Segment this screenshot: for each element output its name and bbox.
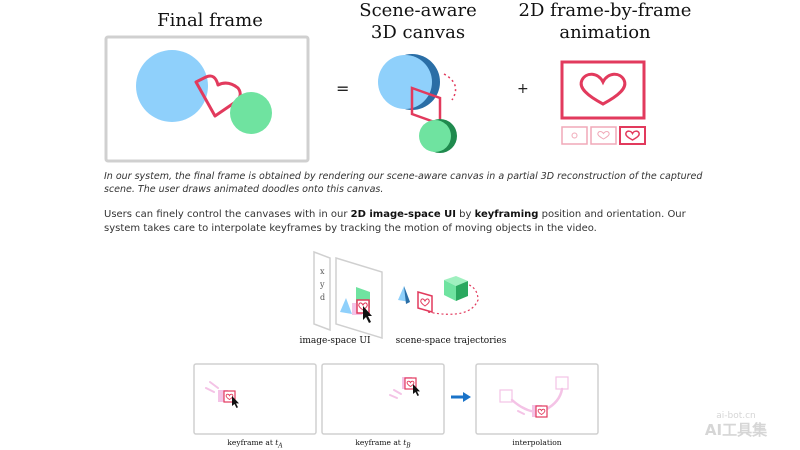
animation-panel	[560, 60, 646, 145]
interpolation-label: interpolation	[512, 438, 562, 447]
paragraph-text-3: position and orientation. Our system tak…	[104, 209, 686, 234]
keyframe-a-panel	[193, 363, 317, 435]
keyframe-a-pink-card	[218, 390, 228, 402]
bottom-figure	[193, 363, 599, 435]
scene-space-trajectories-label: scene-space trajectories	[395, 336, 507, 346]
image-space-ui-label: image-space UI	[299, 336, 371, 346]
paragraph-text-2: by	[455, 209, 475, 220]
watermark-line1: ai-bot.cn	[716, 411, 756, 421]
paragraph-bold-image-space-ui: 2D image-space UI	[350, 209, 456, 220]
axis-x-label: x	[320, 267, 325, 276]
scene-aware-title-line2: 3D canvas	[370, 22, 466, 43]
animation-title: 2D frame-by-frame animation	[510, 0, 700, 44]
keyframe-b-label-prefix: keyframe at	[355, 438, 404, 447]
interp-motion-lines	[517, 406, 529, 415]
scene-aware-title: Scene-aware 3D canvas	[348, 0, 488, 44]
final-frame-panel	[104, 35, 310, 163]
scene-space-trajectory	[427, 281, 479, 315]
keyframe-a-label-sub: A	[278, 442, 283, 450]
keyframe-b-panel	[321, 363, 445, 435]
figure-caption: In our system, the final frame is obtain…	[104, 171, 703, 195]
scene-aware-title-line1: Scene-aware	[359, 0, 477, 21]
image-space-ui-diagram: x y d	[313, 250, 383, 340]
watermark-logo: ai-bot.cn AI工具集	[686, 411, 786, 438]
scene-aware-blue-sphere	[378, 55, 432, 109]
animation-frame-2	[590, 126, 617, 145]
cursor-icon	[363, 306, 372, 323]
keyframe-b-label: keyframe at tB	[328, 438, 438, 450]
scene-space-green-cube-left	[444, 280, 456, 301]
interpolation-panel	[475, 363, 599, 435]
animation-heart	[579, 72, 627, 106]
paragraph-text-1: Users can finely control the canvases wi…	[104, 209, 351, 220]
animation-title-line1: 2D frame-by-frame	[518, 0, 692, 21]
scene-aware-canvas	[378, 54, 457, 153]
keyframe-b-motion-lines	[389, 389, 402, 399]
final-frame-green-sphere	[230, 92, 272, 134]
scene-space-diagram	[398, 276, 479, 315]
middle-figure: x y d	[313, 250, 479, 340]
keyframe-a-label-var: t	[275, 438, 279, 447]
scene-space-green-cube-right	[456, 281, 468, 301]
animation-frame-3	[619, 126, 646, 145]
axis-d-label: d	[320, 293, 325, 302]
watermark-line2: AI工具集	[704, 421, 768, 439]
equals-sign: =	[336, 79, 349, 98]
paragraph-bold-keyframing: keyframing	[474, 209, 539, 220]
keyframe-a-cursor-icon	[232, 396, 239, 408]
keyframe-b-label-var: t	[403, 438, 407, 447]
depth-plane-back	[313, 250, 331, 332]
axis-y-label: y	[319, 280, 325, 289]
keyframe-b-cursor-icon	[413, 384, 420, 396]
keyframe-b-label-sub: B	[406, 442, 411, 450]
scene-aware-trajectory	[443, 73, 457, 101]
final-frame-blue-sphere	[136, 50, 208, 122]
interp-start-frame	[499, 389, 513, 403]
animation-frame-1	[561, 126, 588, 145]
final-frame-title: Final frame	[157, 10, 263, 31]
scene-aware-green-sphere	[419, 120, 451, 152]
animation-title-line2: animation	[559, 22, 651, 43]
keyframe-a-motion-lines	[205, 381, 219, 393]
description-paragraph: Users can finely control the canvases wi…	[104, 208, 724, 236]
arrow-right-icon	[451, 392, 471, 402]
plus-sign: +	[517, 81, 529, 97]
top-figure: = +	[104, 35, 646, 163]
keyframe-a-label: keyframe at tA	[200, 438, 310, 450]
keyframe-a-label-prefix: keyframe at	[227, 438, 276, 447]
image-plane-blue-pyramid	[340, 298, 352, 314]
